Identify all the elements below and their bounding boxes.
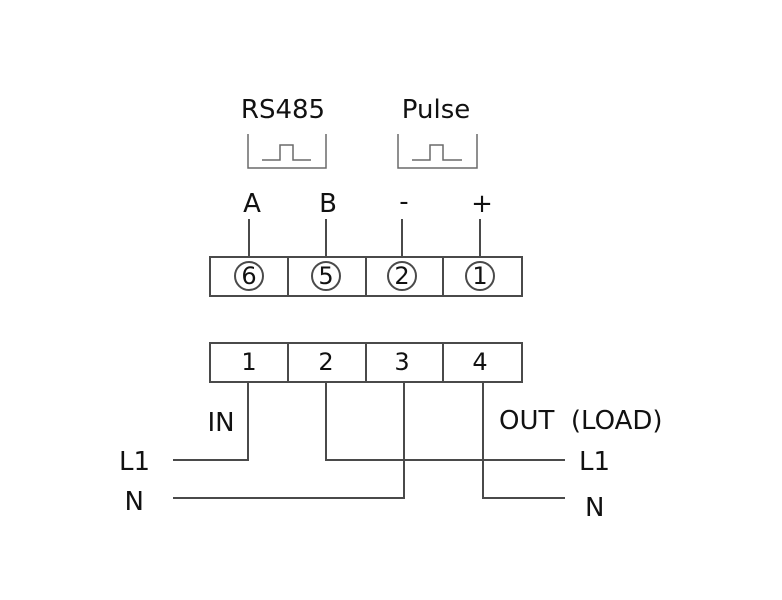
wire-in-l1 [173, 382, 249, 461]
in-label: IN [207, 408, 234, 438]
in-l1-label: L1 [119, 447, 150, 477]
lower-terminal-1: 1 [241, 348, 256, 376]
upper-terminal-5-number: 5 [318, 262, 333, 290]
out-n-label: N [585, 493, 604, 523]
lower-terminal-3: 3 [394, 348, 409, 376]
in-n-label: N [125, 487, 144, 517]
lower-terminal-block [209, 342, 523, 383]
wire-out-n [482, 382, 565, 499]
out-load-label: OUT (LOAD) [499, 406, 663, 436]
upper-terminal-6: 6 [234, 261, 264, 291]
lower-terminal-2: 2 [318, 348, 333, 376]
out-l1-label: L1 [579, 447, 610, 477]
wire-in-n [173, 382, 405, 499]
wire-out-l1 [325, 382, 565, 461]
pin-label-minus: - [399, 187, 408, 217]
upper-terminal-1-number: 1 [472, 262, 487, 290]
pulse-signal-bracket [397, 134, 478, 169]
pin-label-plus: + [471, 189, 493, 219]
pin-label-a: A [243, 189, 261, 219]
lower-terminal-4: 4 [472, 348, 487, 376]
upper-terminal-2-number: 2 [394, 262, 409, 290]
upper-terminal-2: 2 [387, 261, 417, 291]
rs485-label: RS485 [241, 95, 325, 125]
upper-terminal-6-number: 6 [241, 262, 256, 290]
upper-terminal-5: 5 [311, 261, 341, 291]
pulse-label: Pulse [402, 95, 470, 125]
pin-label-b: B [319, 189, 337, 219]
upper-terminal-1: 1 [465, 261, 495, 291]
rs485-signal-bracket [247, 134, 327, 169]
